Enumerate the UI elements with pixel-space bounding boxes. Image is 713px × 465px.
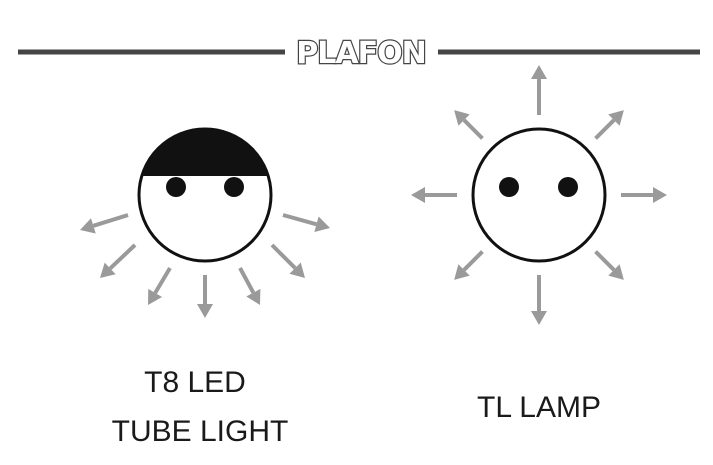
arrow-head bbox=[411, 187, 425, 203]
arrow-head bbox=[80, 218, 96, 234]
arrow-head bbox=[454, 110, 470, 126]
t8-caption-line-1: T8 LED bbox=[144, 366, 246, 399]
t8-light-rays bbox=[80, 213, 330, 318]
tl-light-ray-arrow-6 bbox=[454, 250, 484, 280]
tl-lamp-pin-right bbox=[558, 177, 578, 197]
t8-lamp-shade bbox=[141, 128, 269, 176]
arrow-shaft bbox=[462, 118, 484, 140]
ceiling-label: PLAFON bbox=[296, 36, 425, 71]
arrow-shaft bbox=[238, 267, 256, 294]
tl-light-ray-arrow-5 bbox=[531, 275, 547, 325]
t8-light-ray-arrow-1 bbox=[80, 213, 129, 234]
tl-lamp-pin-left bbox=[499, 177, 519, 197]
t8-led-tube-light bbox=[80, 127, 330, 318]
tl-light-ray-arrow-7 bbox=[411, 187, 457, 203]
tl-light-rays bbox=[411, 65, 667, 325]
t8-light-ray-arrow-7 bbox=[282, 213, 330, 232]
arrow-head bbox=[100, 262, 116, 278]
tl-light-ray-arrow-8 bbox=[454, 110, 484, 140]
arrow-head bbox=[653, 187, 667, 203]
arrow-head bbox=[289, 262, 305, 278]
arrow-shaft bbox=[462, 250, 484, 272]
arrow-shaft bbox=[92, 213, 129, 228]
arrow-shaft bbox=[153, 266, 172, 294]
tl-lamp bbox=[411, 65, 667, 325]
t8-light-ray-arrow-4 bbox=[197, 275, 213, 318]
arrow-head bbox=[531, 65, 547, 79]
arrow-head bbox=[608, 264, 624, 280]
tl-light-ray-arrow-4 bbox=[594, 250, 624, 280]
t8-lamp-pin-left bbox=[166, 177, 186, 197]
tl-caption: TL LAMP bbox=[477, 391, 601, 424]
t8-lamp-pin-right bbox=[224, 177, 244, 197]
arrow-shaft bbox=[594, 250, 616, 272]
tl-lamp-circle bbox=[471, 127, 607, 263]
t8-caption-line-2: TUBE LIGHT bbox=[112, 415, 289, 448]
arrow-shaft bbox=[282, 213, 318, 227]
t8-light-ray-arrow-6 bbox=[270, 243, 305, 278]
t8-light-ray-arrow-2 bbox=[100, 243, 137, 278]
tl-light-ray-arrow-3 bbox=[621, 187, 667, 203]
arrow-head bbox=[608, 110, 624, 126]
t8-light-ray-arrow-5 bbox=[238, 267, 261, 305]
arrow-shaft bbox=[594, 118, 616, 140]
arrow-head bbox=[197, 304, 213, 318]
arrow-head bbox=[314, 216, 330, 232]
arrow-head bbox=[531, 311, 547, 325]
arrow-head bbox=[454, 264, 470, 280]
arrow-head bbox=[246, 288, 261, 305]
tl-light-ray-arrow-1 bbox=[531, 65, 547, 115]
arrow-shaft bbox=[108, 243, 137, 270]
tl-light-ray-arrow-2 bbox=[594, 110, 624, 140]
arrow-head bbox=[148, 288, 163, 305]
t8-light-ray-arrow-3 bbox=[148, 266, 172, 305]
arrow-shaft bbox=[270, 243, 297, 270]
